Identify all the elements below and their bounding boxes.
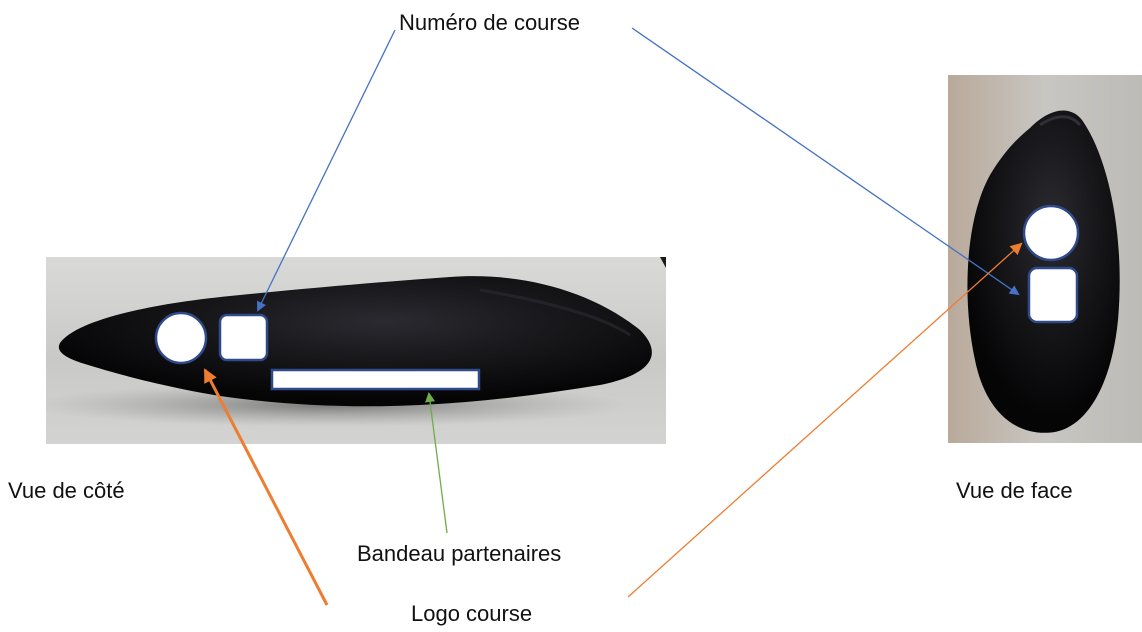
partner-band-marker [270, 368, 481, 391]
label-vue-de-cote: Vue de côté [8, 478, 125, 503]
number-marker-side [218, 313, 269, 362]
arrow-logo-side [203, 368, 329, 606]
arrow-numero-front [631, 27, 1020, 296]
label-vue-de-face: Vue de face [956, 478, 1073, 503]
side-view-photo [46, 257, 666, 444]
arrow-logo-front [627, 242, 1023, 598]
arrow-bandeau [425, 392, 448, 534]
label-bandeau-partenaires: Bandeau partenaires [357, 541, 562, 566]
logo-marker-front [1022, 204, 1080, 262]
arrow-numero-side [257, 29, 396, 312]
label-logo-course: Logo course [411, 601, 533, 626]
label-numero-course: Numéro de course [399, 10, 580, 35]
number-marker-front [1027, 266, 1079, 324]
logo-marker-side [154, 311, 208, 365]
